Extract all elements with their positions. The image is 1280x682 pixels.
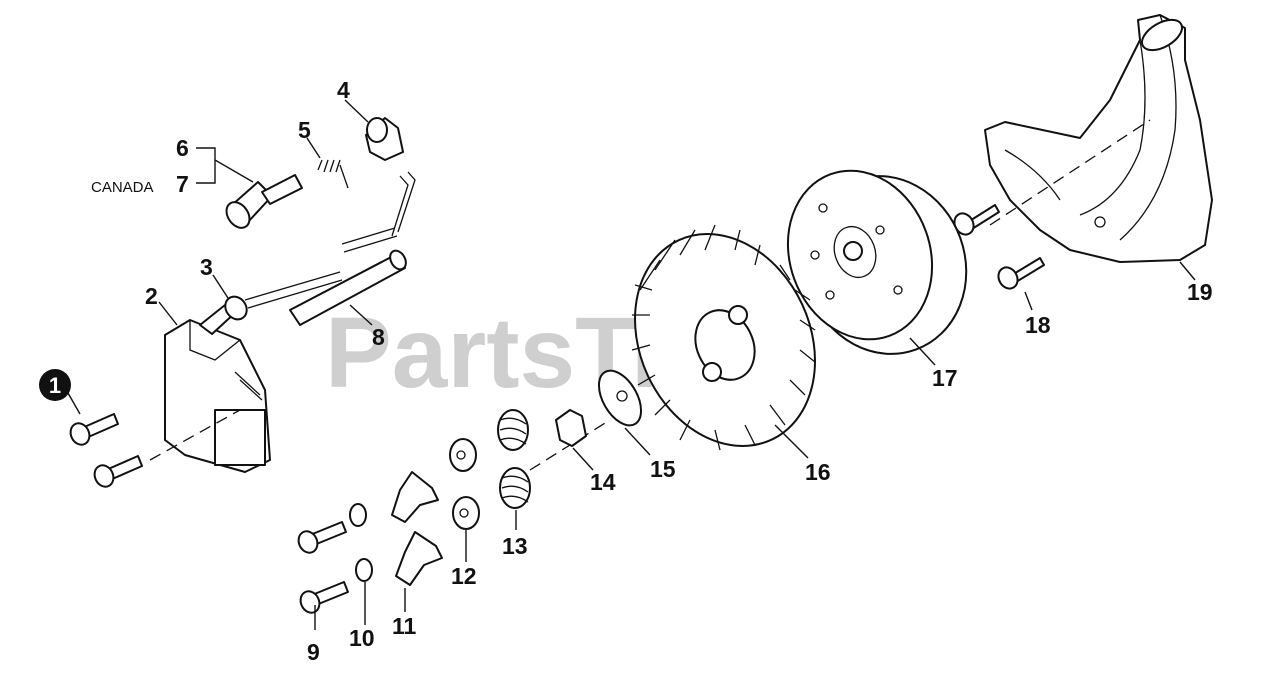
part-13-spring-upper: [497, 409, 529, 451]
part-9-screw-upper: [297, 521, 347, 554]
part-10-washer-lower: [355, 558, 373, 582]
part-17-flywheel: [786, 169, 968, 355]
part-18-screw-upper: [953, 204, 1000, 236]
callout-11: 11: [392, 613, 417, 639]
part-18-screw-lower: [997, 257, 1045, 290]
canada-label: CANADA: [91, 179, 154, 196]
callout-3: 3: [200, 254, 213, 280]
part-14-nut: [555, 409, 587, 447]
part-5-spring: [317, 159, 349, 189]
part-8-tube: [289, 249, 407, 326]
part-3-ht-lead: [199, 171, 416, 335]
part-6-spark-plug: [225, 174, 303, 229]
callout-1-badge: [39, 369, 71, 401]
callout-17: 17: [932, 365, 958, 391]
callout-16: 16: [805, 459, 831, 485]
coil-axis: [149, 409, 241, 461]
part-10-washer-upper: [349, 503, 367, 527]
callout-9: 9: [307, 639, 320, 665]
callout-7: 7: [176, 171, 189, 197]
part-2-ignition-coil: [164, 319, 271, 473]
callout-19: 19: [1187, 279, 1213, 305]
callout-4: 4: [337, 77, 350, 103]
part-15-washer: [597, 369, 643, 427]
callout-12: 12: [451, 563, 477, 589]
part-19-axis: [989, 119, 1151, 226]
callout-13: 13: [502, 533, 528, 559]
callout-8: 8: [372, 324, 385, 350]
callout-6: 6: [176, 135, 189, 161]
part-19-shroud: [984, 14, 1213, 263]
part-9-screw-lower: [299, 581, 349, 614]
callout-15: 15: [650, 456, 676, 482]
leader-lines: [67, 99, 1196, 630]
part-4-spark-boot: [365, 117, 404, 161]
callout-1: 1: [49, 373, 61, 398]
callout-10: 10: [349, 625, 375, 651]
part-11-pawl-lower: [395, 531, 443, 586]
part-1-screw-upper: [69, 413, 119, 446]
part-1-screw-lower: [93, 455, 143, 488]
callout-18: 18: [1025, 312, 1051, 338]
part-12-bushing-upper: [449, 438, 477, 472]
part-12-bushing-lower: [452, 496, 480, 530]
part-16-fan: [631, 224, 816, 451]
part-11-pawl-upper: [391, 471, 439, 523]
callout-2: 2: [145, 283, 158, 309]
callout-5: 5: [298, 117, 311, 143]
callout-14: 14: [590, 469, 616, 495]
part-13-spring-lower: [499, 467, 531, 509]
